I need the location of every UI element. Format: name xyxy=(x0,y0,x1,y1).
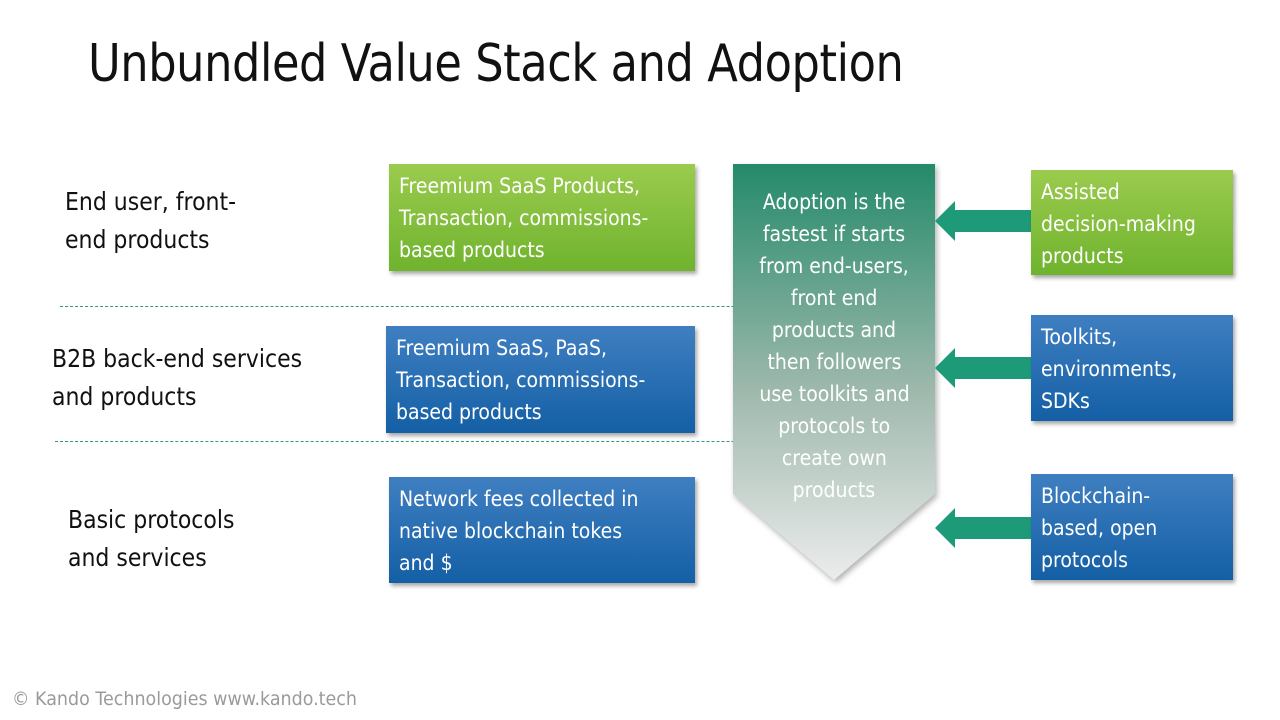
offering-box-blockchain: Blockchain- based, open protocols xyxy=(1031,474,1233,580)
revenue-model-box-end-user: Freemium SaaS Products, Transaction, com… xyxy=(389,164,695,271)
box-text-line: Toolkits, xyxy=(1041,325,1118,349)
box-text-line: Network fees collected in xyxy=(399,487,639,511)
layer-label-line: End user, front- xyxy=(65,187,237,216)
slide-title: Unbundled Value Stack and Adoption xyxy=(88,34,904,94)
layer-label-basic: Basic protocols and services xyxy=(68,501,234,577)
adoption-text-line: create own xyxy=(781,446,887,470)
adoption-text-line: protocols to xyxy=(778,414,890,438)
revenue-model-box-b2b: Freemium SaaS, PaaS, Transaction, commis… xyxy=(386,326,695,433)
layer-label-line: and services xyxy=(68,543,207,572)
arrow-left-icon xyxy=(935,348,1033,388)
adoption-text-line: then followers xyxy=(766,350,901,374)
chevron-shape xyxy=(733,164,935,580)
box-text-line: Transaction, commissions- xyxy=(399,206,649,230)
box-text-line: native blockchain tokes xyxy=(399,519,623,543)
box-text-line: environments, xyxy=(1041,357,1178,381)
layer-label-b2b: B2B back-end services and products xyxy=(52,340,302,416)
box-text-line: Freemium SaaS Products, xyxy=(399,174,640,198)
box-text-line: SDKs xyxy=(1041,389,1090,413)
box-text-line: based products xyxy=(396,400,542,424)
box-text-line: protocols xyxy=(1041,548,1128,572)
copyright-footer: © Kando Technologies www.kando.tech xyxy=(12,688,357,710)
revenue-model-box-basic: Network fees collected in native blockch… xyxy=(389,477,695,583)
layer-label-line: and products xyxy=(52,382,197,411)
adoption-text-line: use toolkits and xyxy=(758,382,910,406)
layer-divider-bottom xyxy=(55,441,935,442)
adoption-text: Adoption is the fastest if starts from e… xyxy=(733,186,935,506)
adoption-text-line: fastest if starts xyxy=(762,222,906,246)
box-text-line: based products xyxy=(399,238,545,262)
adoption-chevron xyxy=(733,164,935,580)
box-text-line: products xyxy=(1041,244,1124,268)
layer-label-line: Basic protocols xyxy=(68,505,235,534)
adoption-text-line: from end-users, xyxy=(759,254,909,278)
box-text-line: Assisted xyxy=(1041,180,1120,204)
layer-label-line: B2B back-end services xyxy=(52,344,303,373)
layer-label-line: end products xyxy=(65,225,210,254)
box-text-line: Transaction, commissions- xyxy=(396,368,646,392)
layer-divider-top xyxy=(60,306,935,307)
adoption-text-line: products and xyxy=(771,318,897,342)
arrow-left-icon xyxy=(935,508,1033,548)
adoption-text-line: front end xyxy=(790,286,878,310)
layer-label-end-user: End user, front- end products xyxy=(65,183,236,259)
adoption-text-line: products xyxy=(792,478,876,502)
adoption-text-line: Adoption is the xyxy=(762,190,906,214)
offering-box-toolkits: Toolkits, environments, SDKs xyxy=(1031,315,1233,421)
box-text-line: decision-making xyxy=(1041,212,1196,236)
box-text-line: based, open xyxy=(1041,516,1158,540)
box-text-line: and $ xyxy=(399,551,453,575)
box-text-line: Freemium SaaS, PaaS, xyxy=(396,336,608,360)
arrow-left-icon xyxy=(935,201,1033,241)
box-text-line: Blockchain- xyxy=(1041,484,1151,508)
offering-box-assisted-decision: Assisted decision-making products xyxy=(1031,170,1233,275)
